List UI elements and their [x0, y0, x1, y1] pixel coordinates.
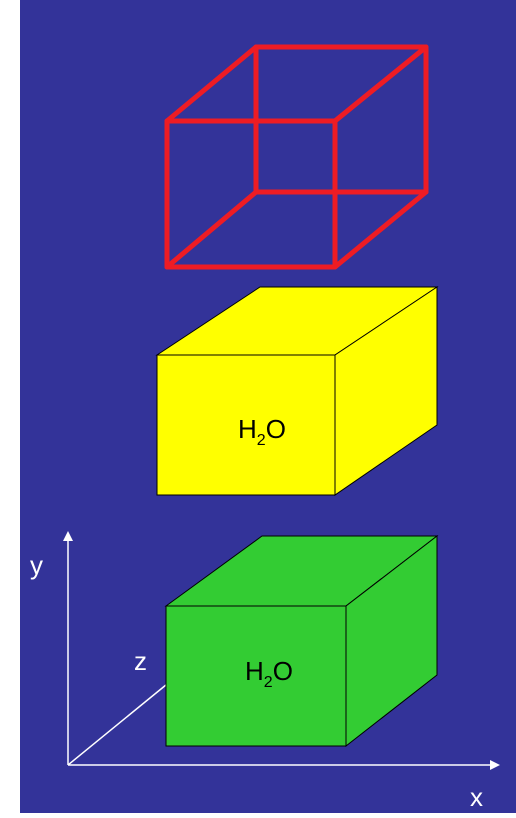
- z-axis-line: [67, 679, 173, 766]
- wire-cube-edge: [164, 44, 259, 124]
- axis-label-y: y: [30, 550, 43, 580]
- wireframe-cube: [164, 44, 429, 270]
- wire-cube-edge: [332, 189, 429, 270]
- yellow-cube: [155, 286, 439, 496]
- coordinate-axes: [63, 531, 500, 770]
- green-cube-formula: H2O: [245, 656, 293, 691]
- axis-label-z: z: [134, 646, 147, 676]
- green-cube: [164, 534, 439, 748]
- wire-cube-edge: [332, 44, 429, 124]
- wire-cube-edge: [164, 189, 259, 270]
- axis-label-x: x: [470, 782, 483, 812]
- yellow-cube-formula: H2O: [238, 414, 286, 449]
- yellow-cube-front-face: [156, 354, 336, 496]
- green-cube-front-face: [165, 605, 347, 747]
- wire-cube-back-face: [253, 44, 429, 195]
